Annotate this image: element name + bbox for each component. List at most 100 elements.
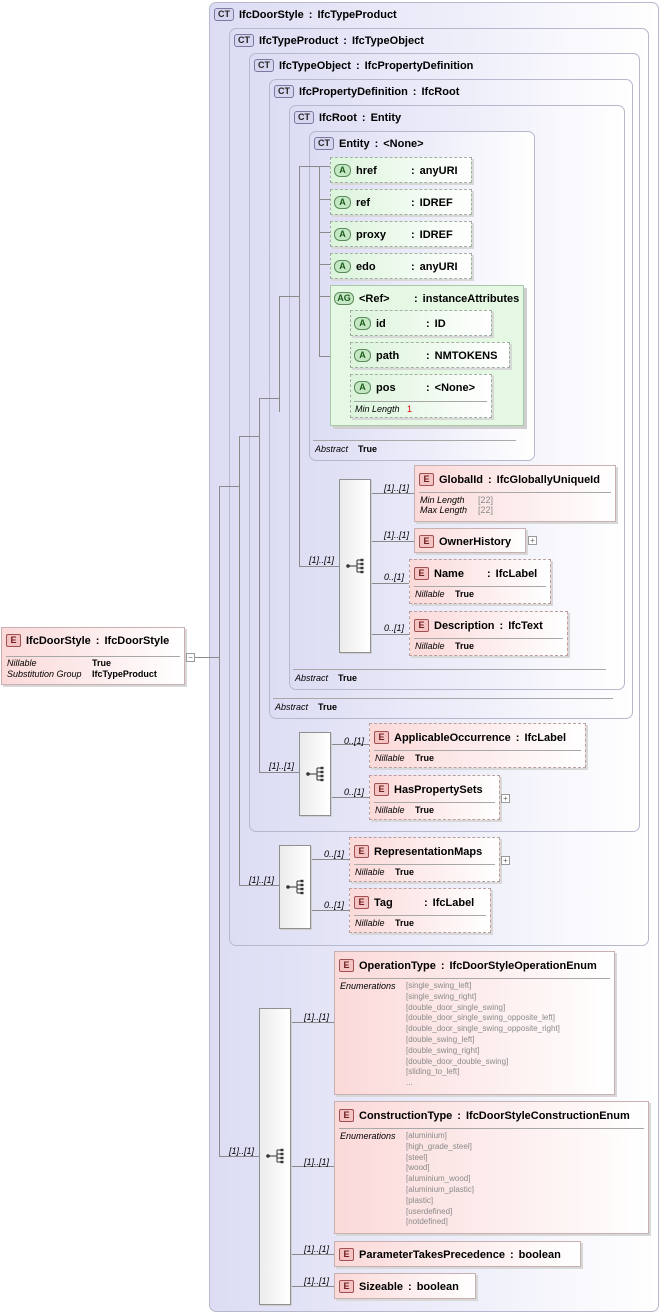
enumeration-value: [double_door_single_swing_opposite_left] (406, 1013, 555, 1023)
multiplicity: [1]..[1] (384, 530, 410, 540)
multiplicity: [1]..[1] (304, 1244, 330, 1254)
property-value: [22] (478, 495, 494, 505)
element-name-label: Name (434, 567, 464, 580)
element-name: OwnerHistory (439, 535, 512, 548)
element-badge: E (374, 783, 389, 796)
enumeration-value: [aluminium_wood] (406, 1174, 471, 1184)
connector (186, 657, 219, 658)
property-value: True (395, 918, 415, 928)
property-key: Enumerations (340, 981, 396, 991)
element-name-label: ConstructionType (359, 1109, 453, 1122)
attribute-badge: A (334, 228, 351, 241)
element-name-label: RepresentationMaps (374, 845, 483, 858)
element-name-label: OperationType (359, 959, 436, 972)
property-key: Max Length (420, 505, 468, 515)
element-badge: E (419, 473, 434, 486)
element-ownerhistory[interactable]: E OwnerHistory (414, 528, 526, 553)
element-badge: E (419, 535, 434, 548)
multiplicity: [1]..[1] (309, 555, 335, 565)
complex-type-badge: CT (234, 34, 254, 47)
property-key: Nillable (355, 918, 385, 928)
connector (319, 199, 333, 200)
connector (259, 772, 299, 773)
base-type: <None> (383, 137, 424, 150)
element-name-label: Tag (374, 896, 393, 909)
attribute-name: proxy (356, 228, 386, 241)
property-value: 1 (407, 404, 413, 414)
attribute-type: IDREF (419, 228, 453, 241)
element-type: IfcDoorStyleOperationEnum (449, 959, 597, 972)
base-type: IfcTypeProduct (317, 8, 397, 21)
connector (319, 166, 333, 167)
expand-toggle[interactable]: + (501, 794, 510, 803)
element-type: IfcDoorStyle (104, 634, 170, 647)
multiplicity: 0..[1] (324, 900, 345, 910)
property-value: True (92, 658, 112, 668)
enumeration-list: [aluminium] [high_grade_steel] [steel] [… (406, 1131, 474, 1228)
connector (319, 232, 333, 233)
property-value: True (358, 444, 378, 454)
base-type: IfcTypeObject (351, 34, 424, 47)
element-badge: E (6, 634, 21, 647)
property-key: Nillable (375, 805, 405, 815)
enumeration-value: [double_door_single_swing_opposite_right… (406, 1024, 560, 1034)
multiplicity: [1]..[1] (304, 1157, 330, 1167)
element-type: IfcDoorStyleConstructionEnum (465, 1109, 630, 1122)
property-key: Abstract (295, 673, 329, 683)
property-key: Nillable (415, 641, 445, 651)
attribute-type: <None> (434, 381, 476, 394)
expand-toggle[interactable]: + (528, 536, 537, 545)
complex-type-badge: CT (254, 59, 274, 72)
enumeration-value: [double_swing_right] (406, 1045, 480, 1055)
attribute-group-name: <Ref> (359, 292, 390, 305)
enumeration-value: [plastic] (406, 1195, 434, 1205)
element-type: boolean (416, 1280, 459, 1293)
type-name: IfcDoorStyle (239, 8, 304, 21)
sequence-compositor[interactable] (259, 1008, 291, 1305)
collapse-toggle[interactable]: − (186, 653, 195, 662)
sequence-compositor[interactable] (299, 732, 331, 816)
attribute-name: path (376, 349, 400, 362)
sequence-compositor[interactable] (339, 479, 371, 653)
enumeration-value: [sliding_to_left] (406, 1067, 460, 1077)
connector (369, 634, 409, 635)
attribute-badge: A (354, 317, 371, 330)
sequence-compositor[interactable] (279, 845, 311, 929)
connector (239, 436, 240, 885)
attribute-type: anyURI (419, 164, 458, 177)
sequence-icon (346, 558, 364, 574)
element-type: IfcText (508, 619, 543, 632)
element-name-label: HasPropertySets (394, 783, 483, 796)
type-name: IfcTypeObject (279, 59, 351, 72)
expand-toggle[interactable]: + (501, 856, 510, 865)
property-key: Nillable (355, 867, 385, 877)
property-key: Min Length (420, 495, 465, 505)
sequence-icon (306, 766, 324, 782)
connector (219, 486, 220, 1156)
attribute-type: NMTOKENS (434, 349, 498, 362)
base-type: Entity (370, 111, 402, 124)
element-name-label: ApplicableOccurrence (394, 731, 511, 744)
base-type: IfcRoot (421, 85, 460, 98)
connector (259, 398, 279, 399)
property-key: Nillable (7, 658, 37, 668)
